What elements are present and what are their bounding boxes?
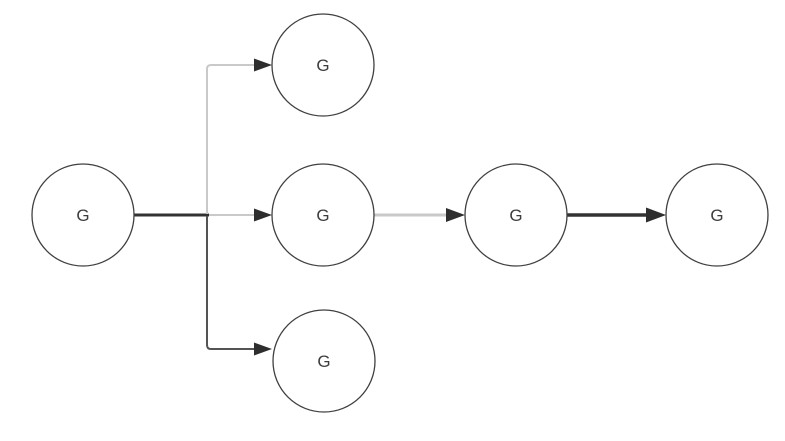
edge-third-to-last-arrowhead-icon xyxy=(646,207,666,223)
node-last: G xyxy=(665,163,769,267)
node-bottom: G xyxy=(272,309,376,413)
node-third-label: G xyxy=(509,206,522,225)
node-top-label: G xyxy=(316,56,329,75)
node-middle-circle xyxy=(271,163,375,267)
node-source: G xyxy=(31,163,135,267)
node-middle-label: G xyxy=(316,206,329,225)
node-top: G xyxy=(271,13,375,117)
node-third-circle xyxy=(464,163,568,267)
node-third: G xyxy=(464,163,568,267)
nodes-layer: G G G G G G xyxy=(31,13,769,413)
edge-junction-to-bottom-arrowhead-icon xyxy=(254,342,272,356)
node-bottom-circle xyxy=(272,309,376,413)
node-bottom-label: G xyxy=(317,352,330,371)
edge-junction-to-top-arrowhead-icon xyxy=(254,58,272,72)
edge-junction-to-middle-arrowhead-icon xyxy=(254,208,272,222)
edge-junction-to-top xyxy=(206,64,255,214)
edges-layer xyxy=(134,58,666,356)
node-source-label: G xyxy=(76,206,89,225)
node-middle: G xyxy=(271,163,375,267)
edge-junction-to-bottom xyxy=(206,216,255,350)
node-last-label: G xyxy=(710,206,723,225)
edge-middle-to-third-arrowhead-icon xyxy=(446,208,465,222)
node-source-circle xyxy=(31,163,135,267)
node-top-circle xyxy=(271,13,375,117)
node-last-circle xyxy=(665,163,769,267)
